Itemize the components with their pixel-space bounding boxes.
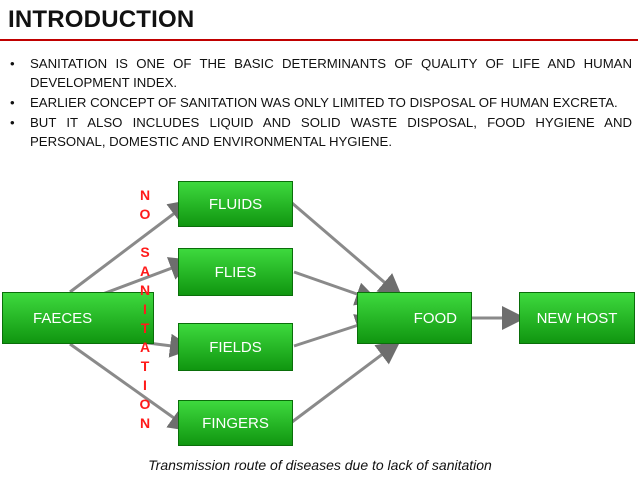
node-food: FOOD xyxy=(357,292,472,344)
no-sanitation-letter: N xyxy=(139,187,151,203)
arrow-fingers-food xyxy=(291,340,401,424)
bullet-item: • EARLIER CONCEPT OF SANITATION WAS ONLY… xyxy=(8,93,632,112)
bullet-text: SANITATION IS ONE OF THE BASIC DETERMINA… xyxy=(30,56,632,90)
node-fields: FIELDS xyxy=(178,323,293,371)
no-sanitation-letter: A xyxy=(139,263,151,279)
bullet-item: • BUT IT ALSO INCLUDES LIQUID AND SOLID … xyxy=(8,113,632,151)
node-new-host: NEW HOST xyxy=(519,292,635,344)
no-sanitation-letter: N xyxy=(139,415,151,431)
no-sanitation-letter: O xyxy=(139,206,151,222)
node-fingers: FINGERS xyxy=(178,400,293,446)
arrow-faeces-fluids xyxy=(69,199,193,294)
slide-title: INTRODUCTION xyxy=(8,6,195,33)
no-sanitation-letter: N xyxy=(139,282,151,298)
diagram-caption: Transmission route of diseases due to la… xyxy=(148,457,492,473)
bullet-text: BUT IT ALSO INCLUDES LIQUID AND SOLID WA… xyxy=(30,115,632,149)
no-sanitation-letter: O xyxy=(139,396,151,412)
no-sanitation-letter: T xyxy=(140,320,150,336)
bullet-marker: • xyxy=(10,95,15,110)
node-faeces: FAECES xyxy=(2,292,154,344)
no-sanitation-letter: T xyxy=(140,358,150,374)
node-flies: FLIES xyxy=(178,248,293,296)
node-fluids: FLUIDS xyxy=(178,181,293,227)
bullet-marker: • xyxy=(10,56,15,71)
bullet-list: • SANITATION IS ONE OF THE BASIC DETERMI… xyxy=(8,54,632,152)
bullet-text: EARLIER CONCEPT OF SANITATION WAS ONLY L… xyxy=(30,95,618,110)
arrow-fluids-food xyxy=(291,201,403,298)
no-sanitation-letter: I xyxy=(143,301,147,317)
no-sanitation-letter: I xyxy=(143,377,147,393)
arrow-faeces-fingers xyxy=(69,342,193,432)
title-divider xyxy=(0,39,638,41)
bullet-marker: • xyxy=(10,115,15,130)
no-sanitation-letter: A xyxy=(139,339,151,355)
bullet-item: • SANITATION IS ONE OF THE BASIC DETERMI… xyxy=(8,54,632,92)
no-sanitation-letter: S xyxy=(140,244,150,260)
